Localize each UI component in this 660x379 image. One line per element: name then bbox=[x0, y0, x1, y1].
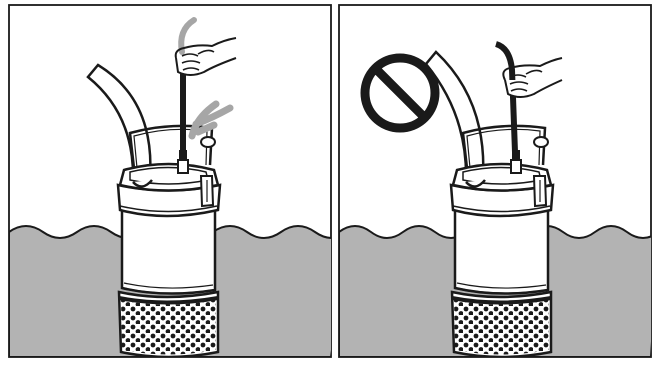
prohibition-icon bbox=[365, 58, 435, 128]
panel-correct-handling bbox=[9, 5, 349, 357]
panel-prohibited-handling bbox=[339, 5, 659, 357]
power-cable-left bbox=[180, 70, 186, 152]
